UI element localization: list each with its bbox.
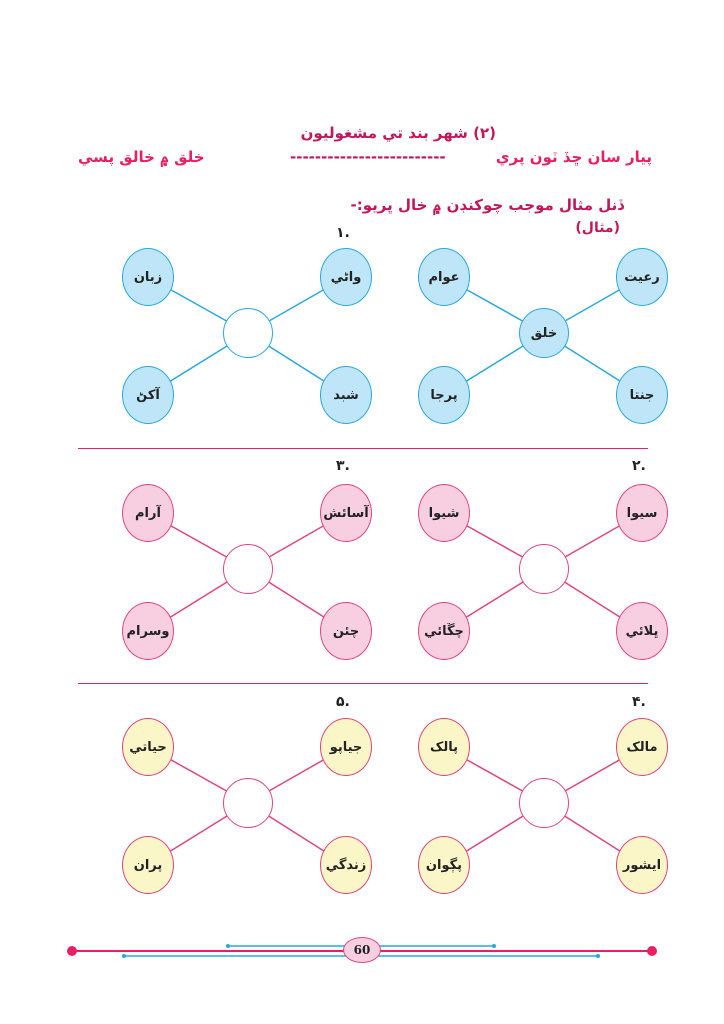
diagram-1: زبان واڻي آکڻ شبد — [122, 248, 392, 428]
diagram-3: آرام آسائش وسرام چئن — [122, 484, 392, 664]
number-5: ۵. — [336, 694, 350, 710]
oval-bottom-left: آکڻ — [122, 366, 174, 424]
number-1: ١. — [336, 225, 350, 241]
oval-top-left: عوام — [418, 248, 470, 306]
oval-top-right: رعيت — [616, 248, 668, 306]
instruction-line: خلق ۾ خالق پسي -------------------------… — [78, 148, 652, 174]
oval-center: خلق — [519, 308, 569, 358]
page-number: 60 — [343, 937, 381, 963]
blank-center-oval[interactable] — [519, 778, 569, 828]
example-label: (مثال) — [575, 220, 620, 236]
diagram-5: حياتي جياپو پران زندگي — [122, 718, 392, 898]
oval-top-right: جياپو — [320, 718, 372, 776]
diagram-4: پالک مالک پڳوان ايشور — [418, 718, 688, 898]
oval-bottom-right: زندگي — [320, 836, 372, 894]
oval-bottom-left: وسرام — [122, 602, 174, 660]
task-instruction: ڏنل مثال موجب چوکنڊن ۾ خال ڀريو:- — [350, 196, 624, 214]
instruction-left: خلق ۾ خالق پسي — [78, 148, 205, 166]
oval-bottom-right: ڀلائي — [616, 602, 668, 660]
number-2: ٢. — [632, 458, 646, 474]
number-4: ۴. — [632, 694, 646, 710]
oval-bottom-right: چئن — [320, 602, 372, 660]
instruction-dashes: ---------------------------------------- — [290, 148, 446, 166]
blank-center-oval[interactable] — [519, 544, 569, 594]
oval-bottom-right: شبد — [320, 366, 372, 424]
oval-bottom-right: جنتا — [616, 366, 668, 424]
divider-1 — [78, 448, 648, 449]
oval-bottom-left: پرجا — [418, 366, 470, 424]
oval-top-right: آسائش — [320, 484, 372, 542]
oval-top-right: سيوا — [616, 484, 668, 542]
oval-top-right: مالک — [616, 718, 668, 776]
oval-top-left: آرام — [122, 484, 174, 542]
blank-center-oval[interactable] — [223, 308, 273, 358]
divider-2 — [78, 683, 648, 684]
section-heading: (٢) شهر بند تي مشغوليون — [300, 124, 496, 142]
oval-top-left: حياتي — [122, 718, 174, 776]
oval-top-left: شيوا — [418, 484, 470, 542]
oval-bottom-left: چڱائي — [418, 602, 470, 660]
diagram-2: شيوا سيوا چڱائي ڀلائي — [418, 484, 688, 664]
oval-top-right: واڻي — [320, 248, 372, 306]
oval-bottom-left: پڳوان — [418, 836, 470, 894]
oval-top-left: پالک — [418, 718, 470, 776]
oval-bottom-left: پران — [122, 836, 174, 894]
oval-top-left: زبان — [122, 248, 174, 306]
blank-center-oval[interactable] — [223, 778, 273, 828]
example-diagram: عوام رعيت پرجا جنتا خلق — [418, 248, 688, 428]
number-3: ٣. — [336, 458, 350, 474]
blank-center-oval[interactable] — [223, 544, 273, 594]
instruction-right: پيار سان ڇڏ ٽون پري — [495, 148, 652, 166]
oval-bottom-right: ايشور — [616, 836, 668, 894]
